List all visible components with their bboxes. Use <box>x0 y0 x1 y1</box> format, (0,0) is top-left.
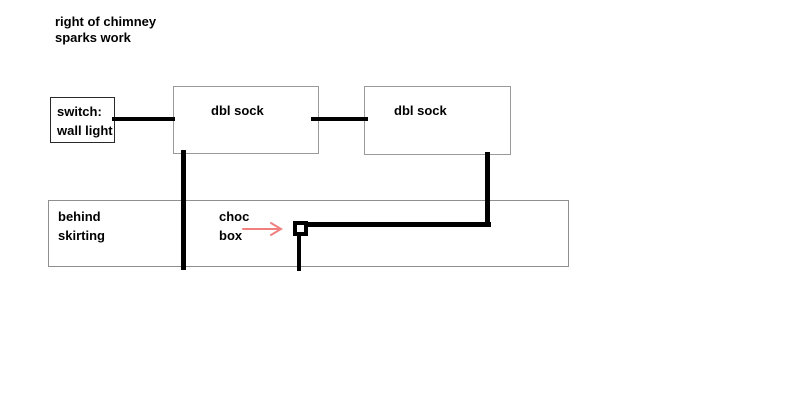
switch-box-line1: switch: <box>57 104 102 119</box>
dbl-sock-box-2: dbl sock <box>364 86 511 155</box>
arrow-head <box>270 222 283 236</box>
skirting-box-line2: skirting <box>58 228 105 243</box>
choc-box-label-line1: choc <box>219 209 250 224</box>
switch-wall-light-box: switch: wall light <box>50 97 115 143</box>
choc-box-label-line2: box <box>219 228 243 243</box>
wire-switch-to-socket1 <box>112 117 175 121</box>
choc-box-label: choc box <box>219 207 249 245</box>
wire-socket1-to-socket2 <box>311 117 368 121</box>
behind-skirting-box: behind skirting <box>48 200 569 267</box>
wire-chocbox-to-socket2 <box>306 222 491 227</box>
title-note-line2: sparks work <box>55 30 131 45</box>
choc-box-connector <box>293 221 308 236</box>
wire-socket1-down <box>181 150 186 270</box>
wire-socket2-down <box>485 152 490 227</box>
dbl-sock-1-label: dbl sock <box>211 103 264 118</box>
dbl-sock-box-1: dbl sock <box>173 86 319 154</box>
arrow-right-icon <box>242 222 283 236</box>
skirting-box-line1: behind <box>58 209 101 224</box>
switch-box-line2: wall light <box>57 123 113 138</box>
title-note-line1: right of chimney <box>55 14 157 29</box>
wire-chocbox-down <box>297 236 301 271</box>
dbl-sock-2-label: dbl sock <box>394 103 447 118</box>
title-note: right of chimney sparks work <box>55 14 156 46</box>
